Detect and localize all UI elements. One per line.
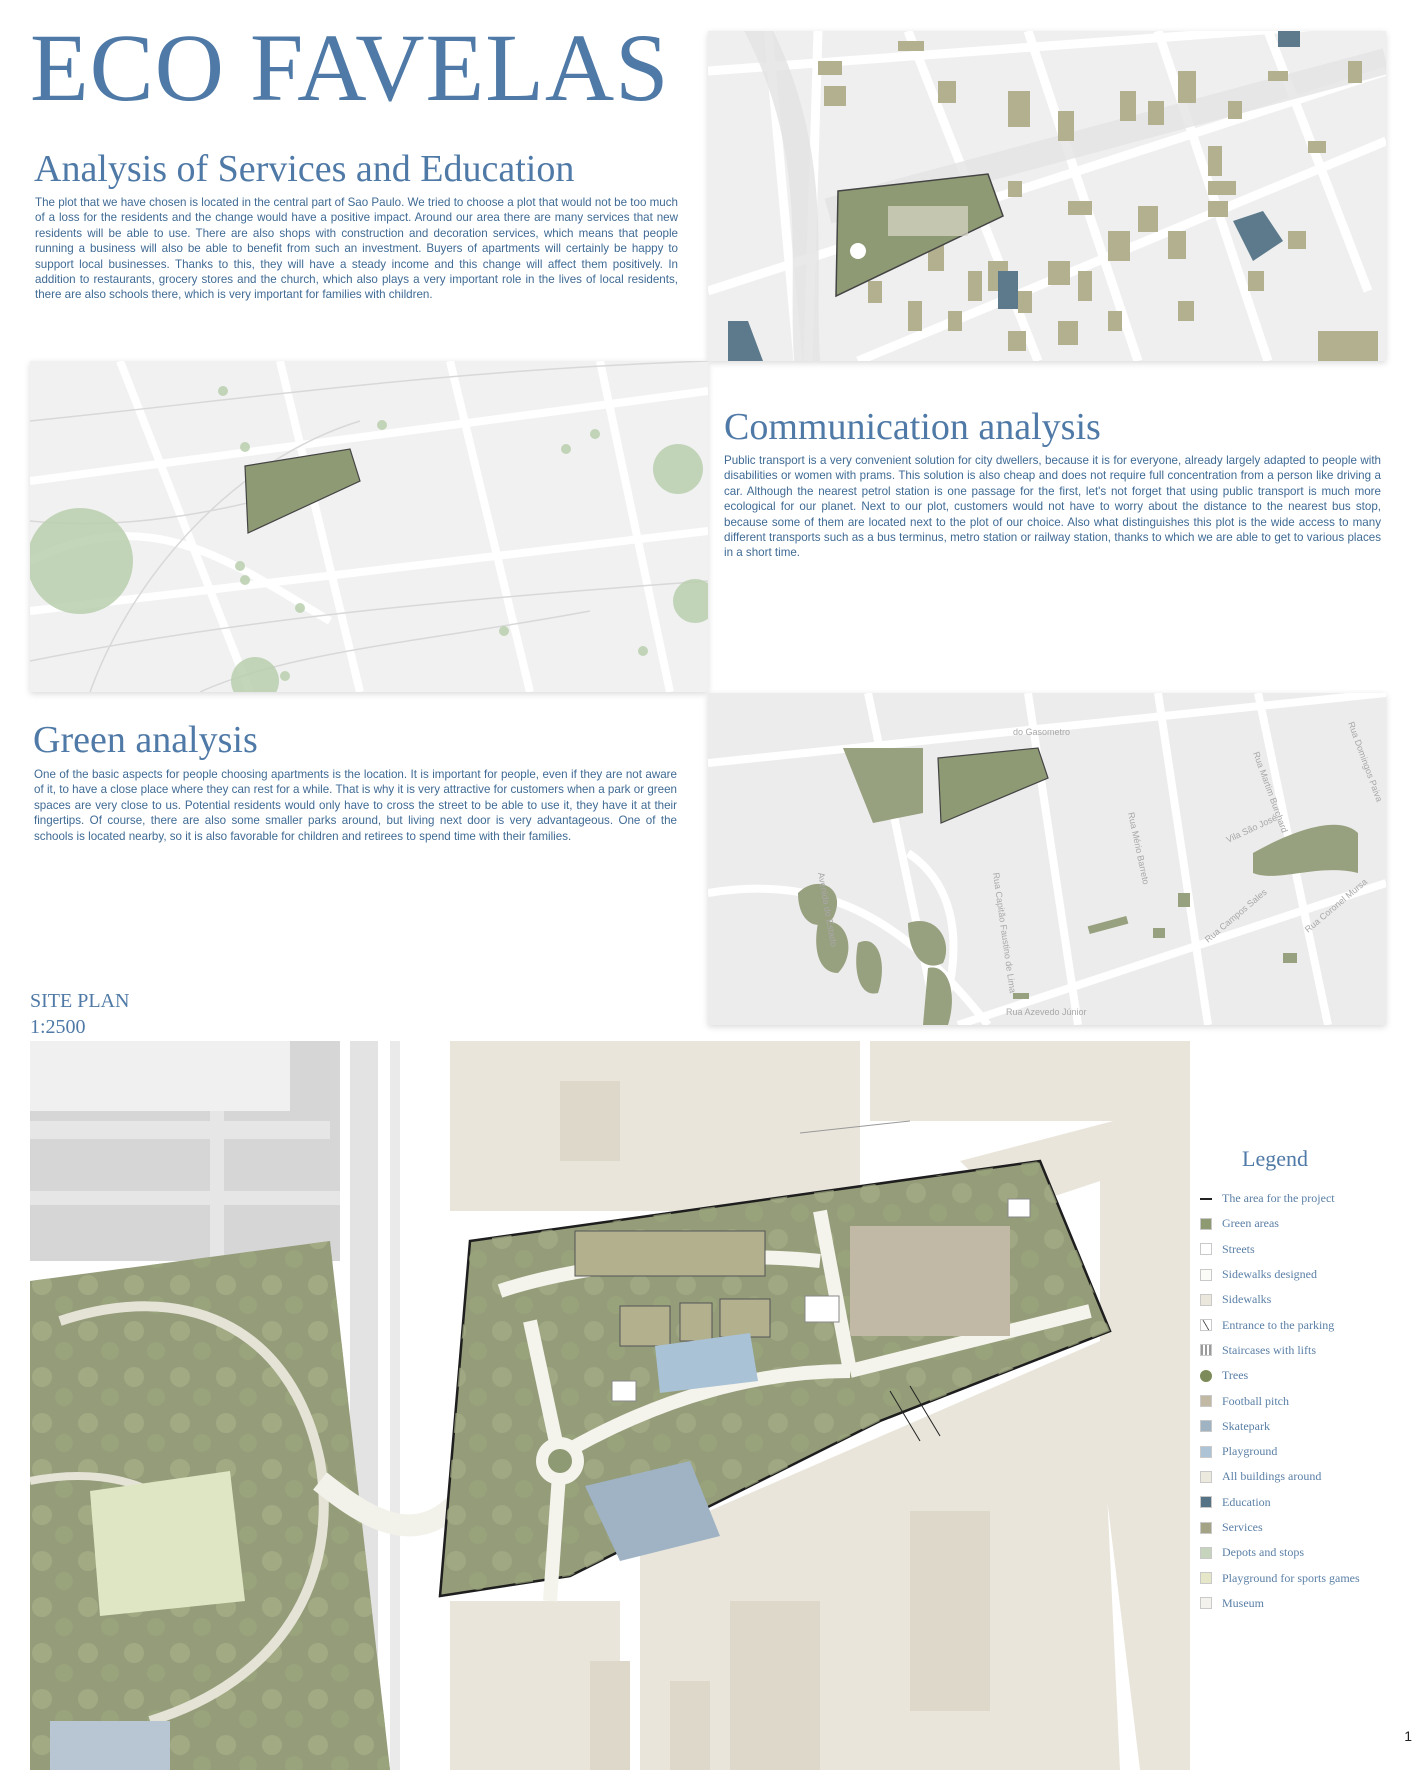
legend-swatch <box>1200 1572 1212 1585</box>
legend-item: Green areas <box>1200 1211 1416 1236</box>
green-map: do Gasometro Avenida do Estado Rua Capit… <box>708 693 1386 1025</box>
legend-swatch <box>1200 1597 1212 1610</box>
legend-label: Museum <box>1222 1595 1264 1610</box>
page-number: 1 <box>1404 1728 1412 1744</box>
legend-item: All buildings around <box>1200 1464 1416 1489</box>
legend-swatch <box>1200 1344 1212 1357</box>
legend-label: Services <box>1222 1520 1263 1534</box>
legend-label: Skatepark <box>1222 1418 1270 1433</box>
legend-swatch <box>1200 1496 1212 1509</box>
legend-swatch <box>1200 1217 1212 1230</box>
legend-swatch <box>1200 1319 1212 1332</box>
legend-item: The area for the project <box>1200 1186 1416 1211</box>
legend-swatch <box>1200 1470 1212 1483</box>
legend-swatch <box>1200 1445 1212 1458</box>
legend-item: Education <box>1200 1490 1416 1515</box>
green-body: One of the basic aspects for people choo… <box>34 768 677 843</box>
legend-label: Sidewalks <box>1222 1292 1272 1307</box>
legend-item: Playground <box>1200 1439 1416 1464</box>
legend-label: Green areas <box>1222 1216 1279 1231</box>
map-label-gasometro: do Gasometro <box>1013 727 1070 737</box>
legend-item: Skatepark <box>1200 1414 1416 1439</box>
site-plan-scale: 1:2500 <box>30 1016 86 1038</box>
legend-label: Education <box>1222 1494 1271 1509</box>
communication-heading: Communication analysis <box>724 406 1101 448</box>
legend-label: Staircases with lifts <box>1222 1342 1316 1357</box>
legend-list: The area for the project Green areas Str… <box>1200 1186 1416 1616</box>
legend-item: Services <box>1200 1515 1416 1540</box>
legend-item: Staircases with lifts <box>1200 1338 1416 1363</box>
legend-title: Legend <box>1242 1146 1308 1171</box>
legend-label: Playground for sports games <box>1222 1570 1360 1585</box>
legend-swatch <box>1200 1395 1212 1408</box>
legend-swatch <box>1200 1243 1212 1256</box>
legend-item: Museum <box>1200 1591 1416 1616</box>
legend-item: Entrance to the parking <box>1200 1312 1416 1337</box>
map-label-azevedo: Rua Azevedo Júnior <box>1006 1007 1087 1017</box>
communication-body: Public transport is a very convenient so… <box>724 454 1381 560</box>
site-plan-label: SITE PLAN 1:2500 <box>30 988 129 1040</box>
legend-swatch <box>1200 1521 1212 1534</box>
legend-item: Playground for sports games <box>1200 1565 1416 1590</box>
services-map <box>708 31 1386 361</box>
legend-label: Sidewalks designed <box>1222 1267 1317 1282</box>
legend-item: Trees <box>1200 1363 1416 1388</box>
legend-label: Depots and stops <box>1222 1545 1304 1560</box>
legend-swatch <box>1200 1420 1212 1433</box>
legend-swatch <box>1200 1268 1212 1281</box>
legend-swatch <box>1200 1369 1212 1382</box>
communication-map <box>30 361 708 692</box>
legend-label: The area for the project <box>1222 1191 1335 1206</box>
legend-swatch <box>1200 1197 1212 1200</box>
legend-label: Playground <box>1222 1444 1278 1459</box>
legend-swatch <box>1200 1293 1212 1306</box>
legend-label: Entrance to the parking <box>1222 1317 1335 1332</box>
legend-item: Football pitch <box>1200 1388 1416 1413</box>
site-plan-title: SITE PLAN <box>30 990 130 1012</box>
legend: Legend The area for the project Green ar… <box>1200 1146 1416 1616</box>
services-heading: Analysis of Services and Education <box>34 148 575 190</box>
site-plan <box>30 1041 1190 1770</box>
legend-label: Trees <box>1222 1368 1249 1383</box>
legend-label: All buildings around <box>1222 1469 1322 1484</box>
legend-label: Football pitch <box>1222 1393 1289 1408</box>
page-title: ECO FAVELAS <box>30 14 670 121</box>
legend-swatch <box>1200 1546 1212 1559</box>
legend-item: Streets <box>1200 1237 1416 1262</box>
services-body: The plot that we have chosen is located … <box>35 196 678 302</box>
legend-item: Sidewalks designed <box>1200 1262 1416 1287</box>
green-heading: Green analysis <box>33 719 258 761</box>
legend-label: Streets <box>1222 1241 1255 1256</box>
legend-item: Sidewalks <box>1200 1287 1416 1312</box>
legend-item: Depots and stops <box>1200 1540 1416 1565</box>
